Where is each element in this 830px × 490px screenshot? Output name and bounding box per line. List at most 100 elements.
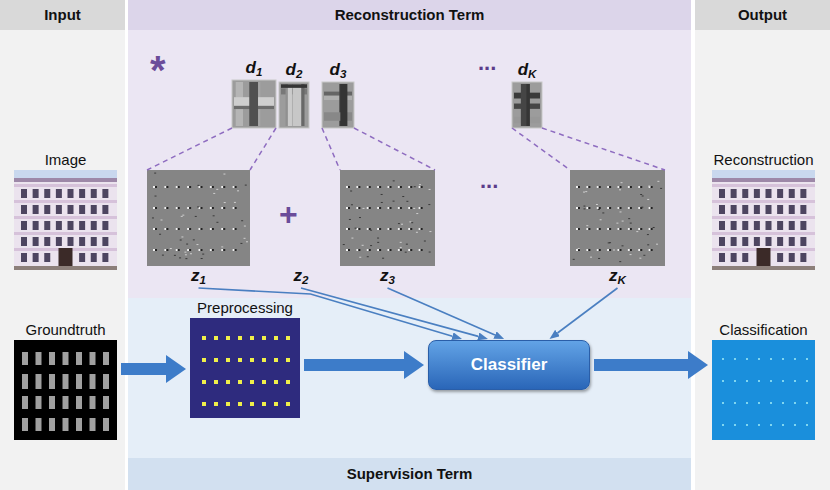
activation bbox=[180, 240, 182, 241]
activation bbox=[221, 186, 223, 188]
activation bbox=[159, 234, 161, 235]
activation bbox=[429, 231, 431, 232]
activation bbox=[176, 186, 178, 188]
activation bbox=[377, 238, 379, 239]
filter-weight bbox=[288, 84, 292, 126]
activation bbox=[398, 207, 400, 209]
activation bbox=[155, 228, 157, 230]
prediction-dot bbox=[734, 424, 736, 426]
cornice bbox=[14, 178, 117, 182]
prediction-dot bbox=[746, 358, 748, 360]
activation bbox=[370, 230, 372, 231]
window-center bbox=[286, 358, 290, 362]
window bbox=[91, 189, 97, 198]
activation bbox=[349, 219, 351, 220]
window-center bbox=[202, 402, 206, 406]
activation bbox=[649, 228, 651, 230]
ellipsis: ... bbox=[478, 52, 496, 74]
activation bbox=[178, 249, 180, 251]
activation bbox=[379, 228, 381, 230]
activation bbox=[187, 207, 189, 209]
prediction-dot bbox=[734, 380, 736, 382]
activation bbox=[607, 207, 609, 209]
activation bbox=[621, 182, 623, 183]
activation bbox=[235, 228, 237, 230]
activation bbox=[235, 186, 237, 188]
window-center bbox=[202, 336, 206, 340]
header-text: Supervision Term bbox=[347, 465, 473, 483]
activation bbox=[186, 244, 188, 245]
activation bbox=[178, 207, 180, 209]
symbol-label: zK bbox=[609, 266, 626, 286]
convolution-symbol: * bbox=[150, 50, 166, 90]
activation bbox=[153, 249, 155, 251]
prediction-dot bbox=[806, 358, 808, 360]
window-mask bbox=[22, 396, 28, 409]
activation bbox=[586, 186, 588, 188]
activation bbox=[201, 228, 203, 230]
feature-map: zK bbox=[570, 170, 665, 286]
window bbox=[742, 253, 748, 262]
activation bbox=[358, 186, 360, 188]
activation bbox=[212, 228, 214, 230]
activation bbox=[588, 228, 590, 230]
activation bbox=[221, 249, 223, 251]
activation bbox=[356, 186, 358, 188]
activation bbox=[622, 221, 624, 222]
activation bbox=[419, 207, 421, 209]
activation bbox=[607, 186, 609, 188]
activation bbox=[393, 180, 395, 181]
activation bbox=[657, 181, 659, 182]
facade-band bbox=[14, 232, 117, 235]
projection-line bbox=[147, 128, 276, 170]
box-label: Classifier bbox=[471, 355, 548, 375]
window bbox=[719, 221, 725, 230]
activation bbox=[189, 186, 191, 188]
activation bbox=[408, 249, 410, 251]
window-center bbox=[202, 358, 206, 362]
window bbox=[68, 237, 74, 246]
window bbox=[79, 237, 85, 246]
window-center bbox=[214, 358, 218, 362]
activation bbox=[184, 252, 186, 253]
window-mask bbox=[103, 396, 109, 409]
activation bbox=[369, 249, 371, 251]
symbol-label: z1 bbox=[191, 266, 206, 286]
image-label: Groundtruth bbox=[25, 320, 105, 340]
window-mask bbox=[36, 374, 42, 389]
header-text: Output bbox=[738, 6, 787, 24]
activation bbox=[598, 258, 600, 259]
activation bbox=[199, 249, 201, 251]
window-center bbox=[226, 336, 230, 340]
window-center bbox=[226, 402, 230, 406]
window-center bbox=[250, 358, 254, 362]
window bbox=[766, 205, 772, 214]
ellipsis: ... bbox=[480, 170, 498, 192]
activation bbox=[367, 228, 369, 230]
prediction-dot bbox=[746, 424, 748, 426]
activation bbox=[576, 228, 578, 230]
image-slot bbox=[147, 170, 250, 266]
window-mask bbox=[49, 352, 55, 365]
activation bbox=[576, 186, 578, 188]
activation bbox=[221, 207, 223, 209]
activation bbox=[648, 186, 650, 187]
activation bbox=[377, 242, 379, 243]
activation bbox=[429, 252, 431, 253]
activation bbox=[402, 196, 404, 197]
window bbox=[731, 237, 737, 246]
activation bbox=[588, 186, 590, 188]
window-center bbox=[238, 380, 242, 384]
activation bbox=[377, 249, 379, 251]
prediction-dot bbox=[794, 424, 796, 426]
prediction-dot bbox=[758, 380, 760, 382]
reconstruction-image: Reconstruction bbox=[710, 150, 817, 270]
window bbox=[68, 189, 74, 198]
window bbox=[742, 205, 748, 214]
feature-arrow bbox=[301, 288, 478, 336]
window-center bbox=[262, 380, 266, 384]
activation bbox=[166, 207, 168, 209]
activation bbox=[223, 174, 225, 175]
window bbox=[731, 253, 737, 262]
